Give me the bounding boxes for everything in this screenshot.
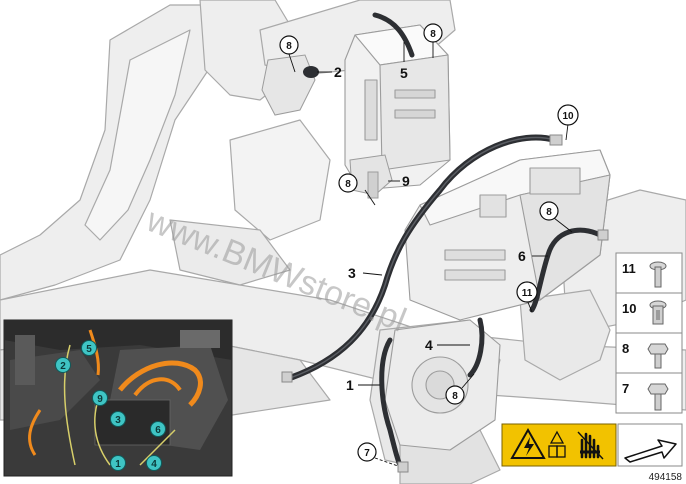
callout-label: 8 bbox=[452, 391, 458, 402]
photo-marker-4[interactable]: 4 bbox=[146, 455, 162, 471]
callout-7[interactable]: 7 bbox=[357, 442, 377, 462]
callout-2[interactable]: 2 bbox=[334, 64, 342, 80]
callout-11[interactable]: 11 bbox=[516, 281, 538, 303]
torx-bolt-icon bbox=[649, 261, 667, 288]
callout-label: 8 bbox=[286, 41, 292, 52]
callout-8-mid[interactable]: 8 bbox=[338, 173, 358, 193]
high-voltage-warning-icon bbox=[510, 427, 546, 459]
callout-label: 2 bbox=[334, 64, 342, 80]
callout-label: 8 bbox=[546, 207, 552, 218]
mount-bracket-9 bbox=[349, 154, 393, 199]
callout-label: 6 bbox=[518, 248, 526, 264]
leader-lines bbox=[288, 41, 573, 467]
photo-marker-6[interactable]: 6 bbox=[150, 421, 166, 437]
callout-label: 8 bbox=[430, 29, 436, 40]
legend-label: 8 bbox=[622, 341, 629, 356]
photo-marker-2[interactable]: 2 bbox=[55, 357, 71, 373]
legend-row-10[interactable]: 10 bbox=[622, 300, 667, 325]
callout-3[interactable]: 3 bbox=[348, 265, 356, 281]
read-manual-icon bbox=[548, 430, 566, 458]
marker-label: 5 bbox=[86, 344, 92, 355]
reference-arrow-icon[interactable] bbox=[617, 423, 683, 467]
marker-label: 3 bbox=[115, 415, 121, 426]
legend-row-8[interactable]: 8 bbox=[622, 341, 669, 369]
marker-label: 1 bbox=[115, 459, 121, 470]
callout-9[interactable]: 9 bbox=[402, 173, 410, 189]
callout-label: 5 bbox=[400, 65, 408, 81]
cable-5 bbox=[372, 12, 415, 58]
marker-label: 6 bbox=[155, 425, 161, 436]
cable-4 bbox=[467, 317, 485, 378]
cable-1 bbox=[379, 337, 405, 473]
legend-row-7[interactable]: 7 bbox=[622, 381, 669, 411]
callout-label: 7 bbox=[364, 448, 370, 459]
no-touch-hand-icon bbox=[577, 431, 604, 460]
mount-bracket-2 bbox=[261, 54, 319, 116]
callout-label: 3 bbox=[348, 265, 356, 281]
callout-label: 1 bbox=[346, 377, 354, 393]
legend-label: 11 bbox=[622, 261, 636, 276]
callout-8-top-left[interactable]: 8 bbox=[279, 35, 299, 55]
callout-label: 9 bbox=[402, 173, 410, 189]
callout-5[interactable]: 5 bbox=[400, 65, 408, 81]
marker-label: 9 bbox=[97, 394, 103, 405]
legend-label: 7 bbox=[622, 381, 629, 396]
callout-10[interactable]: 10 bbox=[557, 104, 579, 126]
callout-label: 10 bbox=[562, 111, 574, 122]
inset-photo bbox=[3, 319, 233, 477]
photo-marker-1[interactable]: 1 bbox=[110, 455, 126, 471]
photo-marker-5[interactable]: 5 bbox=[81, 340, 97, 356]
callout-label: 11 bbox=[522, 288, 533, 299]
hex-collar-bolt-icon bbox=[647, 383, 669, 411]
cable-6 bbox=[529, 227, 603, 313]
marker-label: 4 bbox=[151, 459, 157, 470]
photo-marker-9[interactable]: 9 bbox=[92, 390, 108, 406]
callout-label: 8 bbox=[345, 179, 351, 190]
hv-cables bbox=[281, 12, 609, 473]
warning-panel bbox=[501, 423, 617, 467]
callout-8-mid-right[interactable]: 8 bbox=[539, 201, 559, 221]
callout-8-top-right[interactable]: 8 bbox=[423, 23, 443, 43]
callout-4[interactable]: 4 bbox=[425, 337, 433, 353]
document-id: 494158 bbox=[649, 472, 683, 483]
photo-marker-3[interactable]: 3 bbox=[110, 411, 126, 427]
callout-label: 4 bbox=[425, 337, 433, 353]
rivet-nut-icon bbox=[649, 300, 667, 325]
legend-label: 10 bbox=[622, 301, 636, 316]
hex-flange-bolt-icon bbox=[647, 343, 669, 369]
callout-6[interactable]: 6 bbox=[518, 248, 526, 264]
legend-row-11[interactable]: 11 bbox=[622, 261, 667, 288]
callout-8-bottom[interactable]: 8 bbox=[445, 385, 465, 405]
callout-1[interactable]: 1 bbox=[346, 377, 354, 393]
fastener-legend: 11 10 8 7 bbox=[615, 252, 683, 414]
marker-label: 2 bbox=[60, 361, 66, 372]
